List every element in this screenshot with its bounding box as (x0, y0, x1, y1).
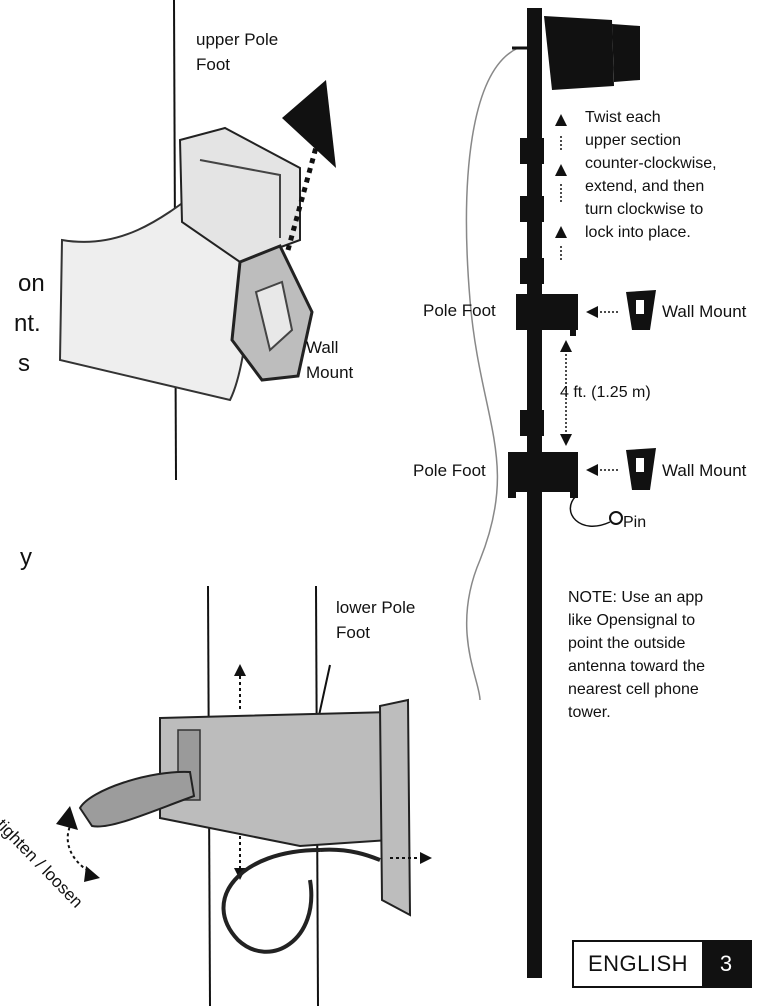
wall-mount-label-line2: Mount (306, 363, 354, 382)
twist-line: turn clockwise to (585, 201, 704, 218)
note-line: point the outside (568, 635, 686, 652)
language-label: ENGLISH (587, 951, 689, 976)
twist-instruction: Twist each upper section counter-clockwi… (585, 106, 717, 244)
body-text-fragment-1: on (18, 270, 45, 297)
twist-line: counter-clockwise, (585, 155, 717, 172)
lower-pole-foot-label-line1: lower Pole (336, 598, 416, 617)
note-line: NOTE: Use an app (568, 589, 704, 606)
pin-label: Pin (623, 514, 647, 531)
pole-foot-label-upper: Pole Foot (423, 301, 496, 320)
body-text-fragment-3: s (18, 350, 30, 377)
twist-line: Twist each (585, 109, 661, 126)
lower-pole-foot-label-line2: Foot (336, 623, 371, 642)
twist-line: upper section (585, 132, 682, 149)
upper-pole-foot-label-line2: Foot (196, 55, 231, 74)
note-line: nearest cell phone (568, 681, 699, 698)
note-block: NOTE: Use an app like Opensignal to poin… (568, 586, 705, 724)
pole-foot-label-lower: Pole Foot (413, 461, 486, 480)
note-line: like Opensignal to (568, 612, 696, 629)
page-number: 3 (702, 942, 750, 986)
language-page-badge: ENGLISH 3 (572, 940, 752, 988)
twist-line: lock into place. (585, 224, 691, 241)
wall-mount-label-line1: Wall (306, 338, 339, 357)
body-text-fragment-4: y (20, 544, 32, 571)
wall-mount-label-upper: Wall Mount (662, 302, 747, 321)
wall-mount-label-lower: Wall Mount (662, 461, 747, 480)
upper-pole-foot-label-line1: upper Pole (196, 30, 279, 49)
note-line: tower. (568, 704, 611, 721)
note-line: antenna toward the (568, 658, 705, 675)
body-text-fragment-2: nt. (14, 310, 41, 337)
twist-line: extend, and then (585, 178, 705, 195)
distance-label: 4 ft. (1.25 m) (560, 384, 651, 401)
